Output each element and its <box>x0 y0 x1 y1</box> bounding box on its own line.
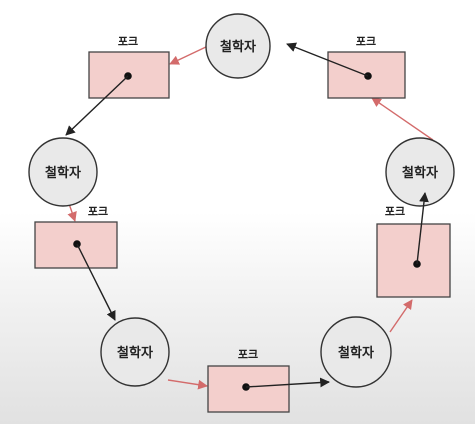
fork-label: 포크 <box>356 35 376 48</box>
philosopher-label: 철학자 <box>117 345 153 361</box>
philosopher-circle <box>320 316 392 388</box>
philosopher-top: 철학자 <box>205 13 271 79</box>
philosopher-label: 철학자 <box>338 345 374 361</box>
philosopher-circle <box>28 137 98 207</box>
fork-box <box>376 223 451 298</box>
philosopher-circle <box>205 13 271 79</box>
fork-right: 포크 <box>376 205 451 298</box>
holding-arrows <box>65 42 429 388</box>
philosopher-label: 철학자 <box>220 39 256 55</box>
philosopher-bottom-right: 철학자 <box>320 316 392 388</box>
request-arrow-top <box>169 45 209 65</box>
fork-left: 포크 <box>34 205 118 269</box>
holding-arrow-left <box>76 243 116 321</box>
philosopher-right: 철학자 <box>385 137 455 207</box>
fork-label: 포크 <box>88 205 108 218</box>
holding-arrow-top-left <box>65 75 129 136</box>
request-arrow-bottom-right <box>389 299 413 333</box>
fork-top-right: 포크 <box>327 35 406 99</box>
philosopher-circle <box>385 137 455 207</box>
philosopher-circle <box>100 317 170 387</box>
fork-bottom: 포크 <box>207 348 290 413</box>
request-arrow-right <box>371 97 434 141</box>
philosopher-left: 철학자 <box>28 137 98 207</box>
fork-label: 포크 <box>118 35 138 48</box>
fork-label: 포크 <box>238 348 258 361</box>
fork-label: 포크 <box>385 205 405 218</box>
holding-arrow-bottom <box>245 377 330 388</box>
philosopher-bottom-left: 철학자 <box>100 317 170 387</box>
philosopher-label: 철학자 <box>402 165 438 181</box>
request-arrow-bottom-left <box>167 379 208 390</box>
holding-arrow-right <box>416 192 429 265</box>
holding-arrow-top-right <box>286 42 369 77</box>
fork-top-left: 포크 <box>88 35 170 99</box>
philosopher-label: 철학자 <box>45 165 81 181</box>
